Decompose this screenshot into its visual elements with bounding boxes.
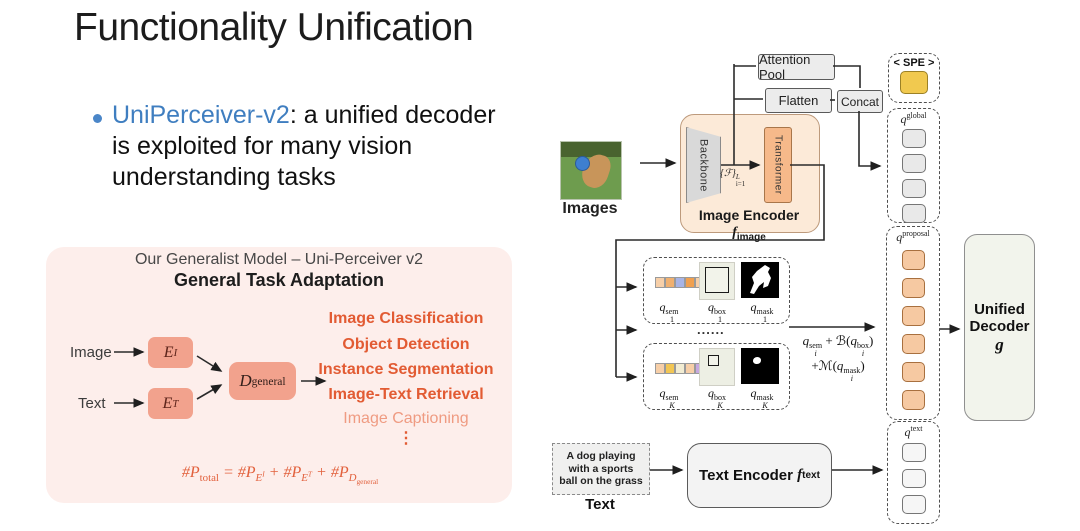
q-proposal-column: qproposal bbox=[886, 226, 940, 420]
panel-heading: Our Generalist Model – Uni-Perceiver v2 bbox=[134, 251, 424, 268]
attention-pool-box: Attention Pool bbox=[758, 52, 835, 82]
bounding-box-outline bbox=[708, 355, 719, 366]
text-input-label: Text bbox=[78, 395, 106, 412]
q-global-column: qglobal bbox=[887, 108, 940, 223]
task-image-captioning: Image Captioning bbox=[343, 410, 469, 427]
mask-thumbnail bbox=[741, 262, 779, 298]
panel-subheading: General Task Adaptation bbox=[173, 270, 385, 290]
dog-mask-shape bbox=[750, 265, 771, 294]
proposal-token-square bbox=[901, 250, 925, 270]
proposal-token-square bbox=[901, 306, 925, 326]
q-global-label: qglobal bbox=[900, 111, 927, 126]
backbone-label: Backbone bbox=[697, 138, 710, 192]
bounding-box-outline bbox=[705, 267, 729, 293]
parameter-formula: #Ptotal = #PEI + #PET + #PDgeneral bbox=[181, 464, 379, 487]
proposal-token-square bbox=[901, 278, 925, 298]
image-input-label: Image bbox=[70, 344, 112, 361]
transformer-label: Transformer bbox=[772, 135, 784, 195]
bullet-text: UniPerceiver-v2: a unified decoder is ex… bbox=[112, 100, 572, 193]
q-text-label: qtext bbox=[904, 424, 923, 439]
bullet-line3: understanding tasks bbox=[112, 163, 336, 191]
task-ellipsis: ⋮ bbox=[398, 430, 414, 447]
text-token-square bbox=[901, 469, 926, 488]
frisbee-shape bbox=[575, 156, 590, 171]
task-object-detection: Object Detection bbox=[342, 336, 470, 353]
text-token-square bbox=[901, 443, 926, 462]
text-token-square bbox=[901, 495, 926, 514]
global-token-square bbox=[901, 179, 926, 198]
bullet-line2: is exploited for many vision bbox=[112, 132, 413, 160]
model-name-highlight: UniPerceiver-v2 bbox=[112, 101, 290, 129]
bullet-line1-rest: : a unified decoder bbox=[289, 101, 496, 129]
backbone-block: Backbone bbox=[686, 127, 721, 203]
flatten-box: Flatten bbox=[765, 88, 832, 113]
global-token-square bbox=[901, 154, 926, 173]
bullet-icon bbox=[93, 114, 102, 123]
page-title: Functionality Unification bbox=[74, 6, 474, 49]
box-thumbnail bbox=[699, 262, 735, 300]
q-proposal-label: qproposal bbox=[896, 229, 930, 244]
global-token-square bbox=[901, 129, 926, 148]
transformer-block: Transformer bbox=[764, 127, 792, 203]
images-label: Images bbox=[562, 200, 618, 217]
proposal-token-square bbox=[901, 362, 925, 382]
proposal-token-square bbox=[901, 390, 925, 410]
global-token-square bbox=[901, 204, 926, 223]
arrow-concat-to-qglobal bbox=[858, 111, 882, 171]
image-encoder-label: Image Encoder fimage bbox=[698, 207, 800, 243]
proposal-token-square bbox=[901, 334, 925, 354]
box-thumbnail bbox=[699, 348, 735, 386]
spe-token-box: < SPE > bbox=[888, 53, 940, 103]
dog-photo bbox=[560, 141, 622, 200]
task-image-classification: Image Classification bbox=[328, 310, 484, 327]
mask-thumbnail bbox=[741, 348, 779, 384]
q-text-column: qtext bbox=[887, 421, 940, 524]
task-instance-segmentation: Instance Segmentation bbox=[318, 361, 494, 378]
text-label: Text bbox=[585, 496, 615, 513]
small-mask-blob bbox=[753, 357, 761, 364]
concat-box: Concat bbox=[837, 90, 883, 113]
rows-ellipsis: ...... bbox=[697, 322, 725, 337]
spe-label: < SPE > bbox=[893, 57, 935, 69]
caption-input-box: A dog playing with a sports ball on the … bbox=[552, 443, 650, 495]
spe-token-square bbox=[900, 71, 928, 94]
unified-decoder-box: Unified Decoder g bbox=[964, 234, 1035, 421]
line-attention-pool-to-concat bbox=[833, 65, 861, 88]
task-image-text-retrieval: Image-Text Retrieval bbox=[328, 386, 484, 403]
